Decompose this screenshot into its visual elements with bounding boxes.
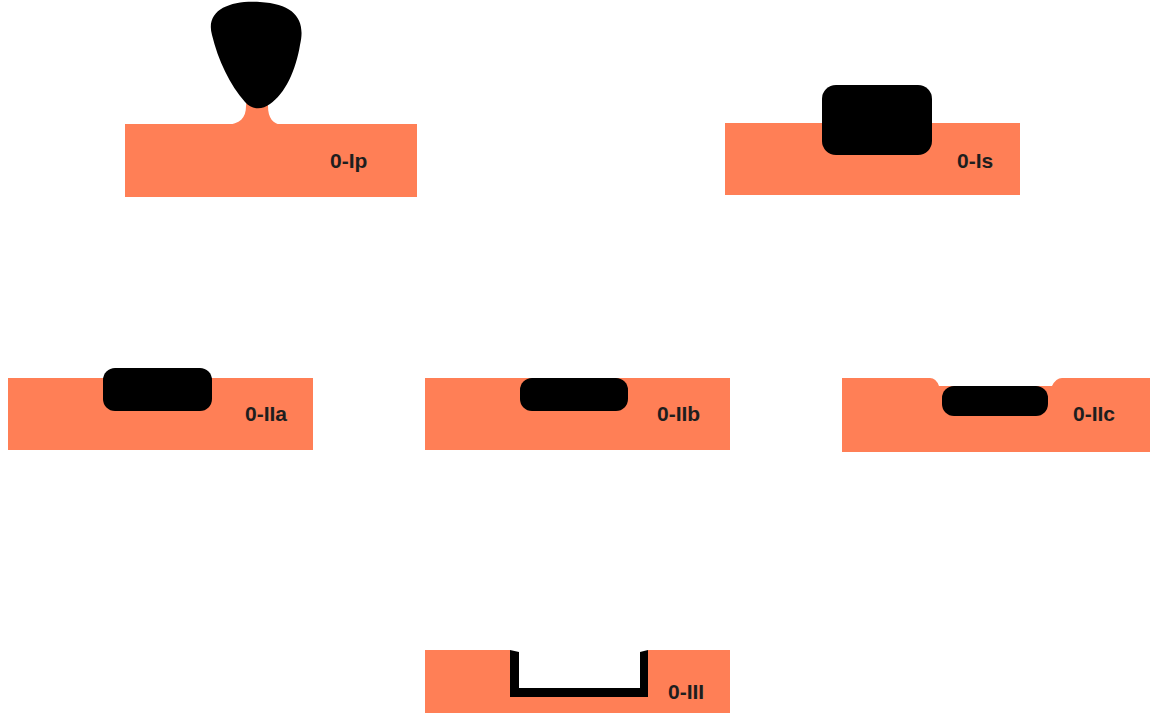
mucosa-band: [425, 650, 730, 713]
type-label: 0-Is: [957, 149, 993, 172]
type-label: 0-IIc: [1073, 402, 1115, 425]
elevated-lesion: [103, 368, 212, 411]
depressed-lesion: [942, 386, 1048, 416]
mucosa-band: [125, 124, 417, 197]
lesion-band: 0-IIb: [425, 378, 730, 450]
lesion-band: 0-Is: [725, 123, 1020, 195]
lesion-band: 0-III: [425, 650, 730, 713]
ulcer-lining: [510, 650, 648, 697]
lesion-band: 0-IIa: [8, 378, 313, 450]
lesion-band: 0-IIc: [842, 378, 1150, 452]
lesion-band: 0-Ip: [125, 124, 417, 197]
mucosa-band: [842, 378, 1150, 452]
type-label: 0-IIa: [245, 402, 287, 425]
type-label: 0-Ip: [330, 149, 367, 172]
mucosa-band: [425, 378, 730, 450]
type-label: 0-III: [668, 680, 704, 703]
sessile-lesion: [822, 85, 932, 155]
polyp-head: [211, 2, 302, 109]
flat-lesion: [520, 378, 628, 411]
type-label: 0-IIb: [657, 402, 700, 425]
